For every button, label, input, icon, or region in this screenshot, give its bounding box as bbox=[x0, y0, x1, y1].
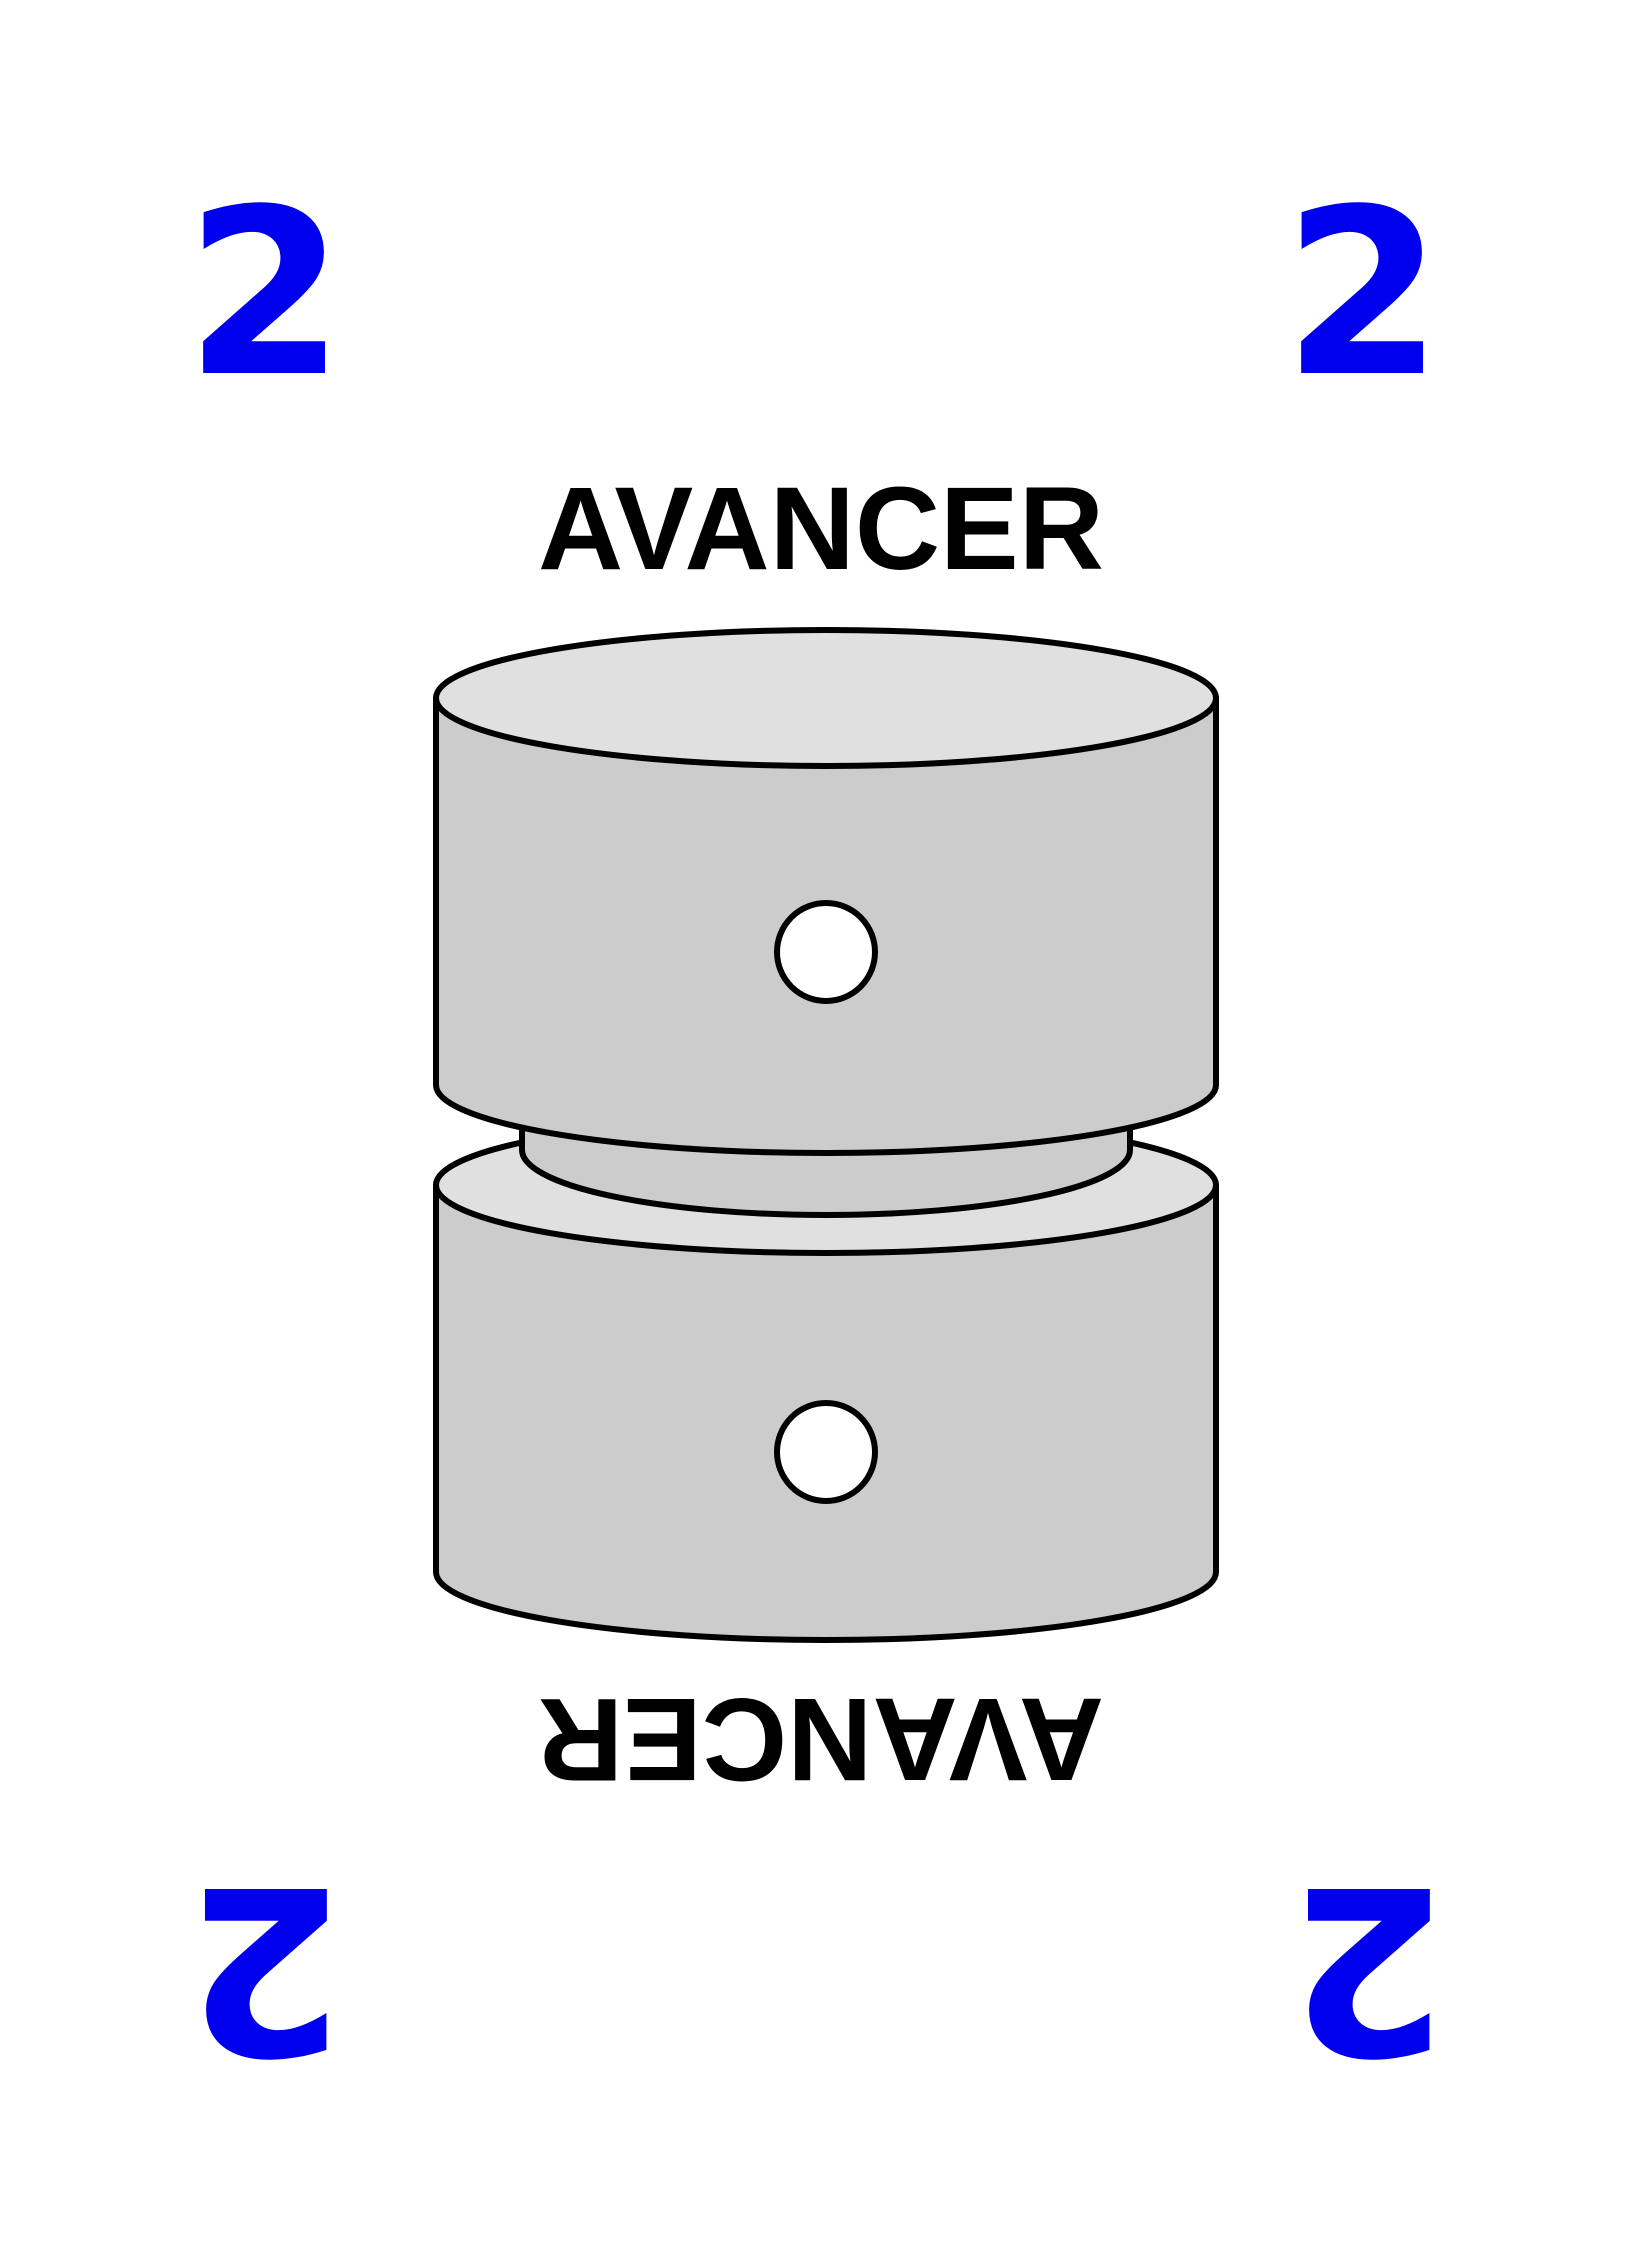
top-pawn-hole bbox=[774, 900, 878, 1004]
corner-value-top-right: 2 bbox=[1282, 161, 1444, 428]
bottom-pawn-hole bbox=[774, 1400, 878, 1504]
action-label-top: AVANCER bbox=[538, 463, 1104, 595]
corner-value-top-left: 2 bbox=[184, 161, 346, 428]
top-pawn-top bbox=[433, 627, 1219, 769]
